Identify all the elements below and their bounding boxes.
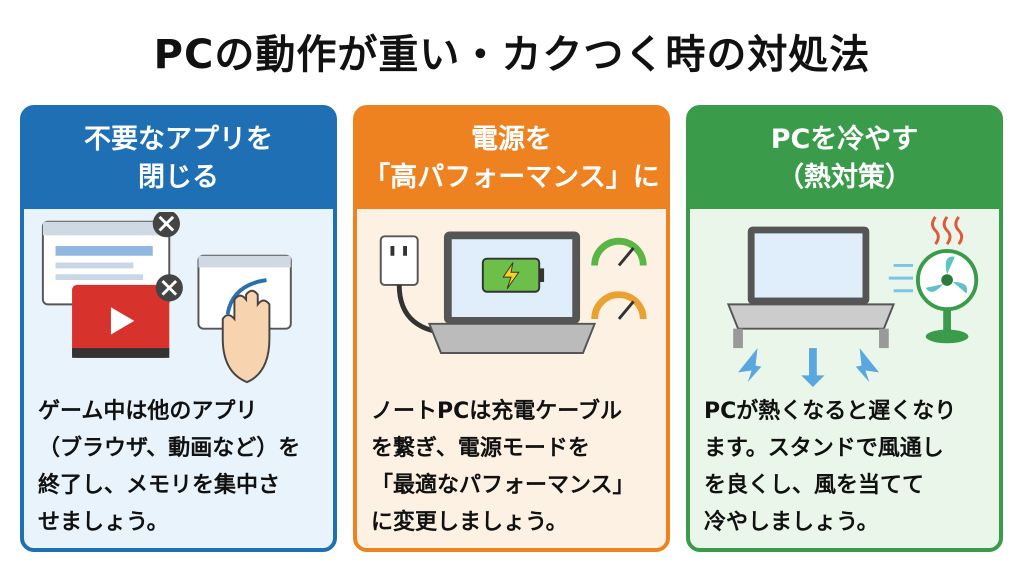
battery-charging-icon [481,257,544,293]
video-player-icon [71,284,169,358]
card-heading: 電源を 「高パフォーマンス」に [357,109,666,209]
card-power-mode: 電源を 「高パフォーマンス」に ノートPCは充電ケーブル を繋ぎ、電源モードを … [353,105,670,552]
speedometer-icon [590,290,647,320]
close-icon [155,273,183,301]
body-line: （ブラウザ、動画など）を [38,436,301,461]
card-close-apps: 不要なアプリを 閉じる ゲーム中は他のアプリ （ブラウザ、動画など）を 終了し、… [20,105,337,552]
fan-icon [915,248,978,343]
heading-line: 閉じる [138,162,219,193]
wind-icon [888,263,913,292]
body-line: に変更しましょう。 [371,510,568,535]
heading-line: 電源を [471,124,552,155]
laptop-on-stand-icon [726,226,895,348]
body-line: 冷やしましょう。 [704,510,879,535]
close-icon [152,211,180,237]
cooling-illustration [690,209,999,389]
power-illustration [357,209,666,389]
close-apps-illustration [24,209,333,389]
heat-icon [930,215,963,245]
card-heading: 不要なアプリを 閉じる [24,109,333,209]
card-heading: PCを冷やす （熱対策） [690,109,999,209]
card-body: PCが熱くなると遅くなり ます。スタンドで風通し を良くし、風を当てて 冷やしま… [690,389,999,541]
speedometer-icon [590,237,647,266]
heading-line: 「高パフォーマンス」に [363,162,660,193]
body-line: 「最適なパフォーマンス」 [371,473,635,498]
body-line: ます。スタンドで風通し [704,436,944,461]
body-line: せましょう。 [38,510,169,535]
heading-line: （熱対策） [777,162,912,193]
hand-swipe-icon [221,289,270,383]
body-line: ゲーム中は他のアプリ [38,399,258,424]
heading-line: 不要なアプリを [84,124,273,155]
card-body: ノートPCは充電ケーブル を繋ぎ、電源モードを 「最適なパフォーマンス」 に変更… [357,389,666,541]
card-body: ゲーム中は他のアプリ （ブラウザ、動画など）を 終了し、メモリを集中さ せましょ… [24,389,333,541]
browser-window-icon [41,220,170,305]
page-title: PCの動作が重い・カクつく時の対処法 [153,32,871,78]
airflow-arrow-icon [737,347,879,387]
body-line: PCが熱くなると遅くなり [704,399,957,424]
body-line: ノートPCは充電ケーブル [371,399,622,424]
card-cooling: PCを冷やす （熱対策） PCが熱くなると遅くなり ます。スタンドで風通し を良… [686,105,1003,552]
body-line: を良くし、風を当てて [704,473,925,498]
heading-line: PCを冷やす [770,124,919,155]
body-line: を繋ぎ、電源モードを [371,436,590,461]
body-line: 終了し、メモリを集中さ [38,473,281,498]
